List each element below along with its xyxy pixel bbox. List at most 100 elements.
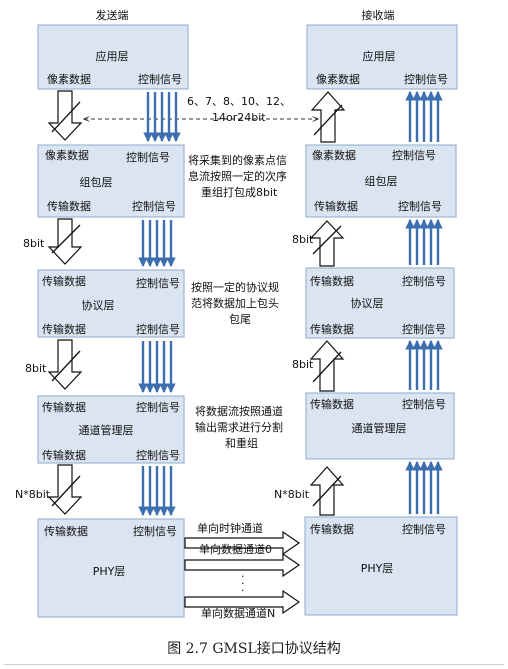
receiver-app-layer: 应用层 像素数据 控制信号 (306, 24, 458, 90)
sender-pack-layer: 像素数据 控制信号 组包层 传输数据 控制信号 (37, 144, 185, 218)
receiver-control-bundle-1 (405, 91, 443, 142)
transfer-data-label: 传输数据 (310, 397, 354, 411)
pixel-data-label: 像素数据 (312, 148, 356, 162)
control-signal-label: 控制信号 (392, 148, 436, 162)
figure-caption: 图 2.7 GMSL接口协议结构 (167, 641, 341, 657)
protocol-description-line: 包尾 (229, 313, 251, 326)
sender-control-bundle-2 (138, 220, 176, 267)
sender-data-arrow-3 (47, 339, 83, 390)
data-channel-n-label: 单向数据通道N (201, 606, 275, 620)
control-signal-label: 控制信号 (136, 322, 180, 336)
data-channel-n-arrow (184, 589, 301, 615)
pixel-data-label: 像素数据 (45, 148, 89, 162)
sender-control-bundle-4 (138, 466, 176, 516)
receiver-bus-slash-2 (312, 225, 342, 255)
transfer-data-label: 传输数据 (44, 524, 88, 538)
layer-name: 协议层 (351, 296, 384, 310)
transfer-data-label: 传输数据 (310, 322, 354, 336)
control-signal-label: 控制信号 (136, 400, 180, 414)
layer-name: 应用层 (96, 49, 129, 63)
receiver-title: 接收端 (362, 8, 395, 22)
sender-bus-width-label: 8bit (23, 237, 45, 250)
receiver-phy-layer: 传输数据 控制信号 PHY层 (304, 516, 458, 616)
sender-bus-slash-3 (51, 350, 81, 382)
clock-channel-arrow (184, 530, 301, 556)
receiver-bus-slash-4 (312, 475, 342, 507)
transfer-data-label: 传输数据 (47, 199, 91, 213)
receiver-protocol-layer: 传输数据 控制信号 协议层 传输数据 控制信号 (305, 267, 455, 339)
sender-phy-layer: 传输数据 控制信号 PHY层 (37, 518, 185, 618)
transfer-data-label: 传输数据 (42, 448, 86, 462)
transfer-data-label: 传输数据 (314, 199, 358, 213)
receiver-pack-layer: 像素数据 控制信号 组包层 传输数据 控制信号 (305, 144, 457, 218)
transfer-data-label: 传输数据 (42, 322, 86, 336)
receiver-data-arrow-3 (309, 340, 345, 392)
sender-control-bundle-1 (143, 92, 181, 142)
layer-name: 组包层 (365, 174, 398, 188)
control-signal-label: 控制信号 (132, 199, 176, 213)
channel-ellipsis-dot: . (241, 581, 245, 594)
sender-bus-width-label: 8bit (25, 362, 47, 375)
layer-name: 应用层 (363, 49, 396, 63)
layer-name: 通道管理层 (79, 423, 134, 437)
layer-name: 通道管理层 (352, 421, 407, 435)
caption-divider (4, 664, 504, 665)
sender-bus-slash-1 (51, 101, 81, 133)
transfer-data-label: 传输数据 (42, 400, 86, 414)
receiver-channel-layer: 传输数据 控制信号 通道管理层 (305, 392, 455, 460)
layer-name: 协议层 (82, 298, 115, 312)
control-signal-label: 控制信号 (402, 274, 446, 288)
clock-channel-label: 单向时钟通道 (197, 521, 263, 535)
control-signal-label: 控制信号 (402, 522, 446, 536)
control-signal-label: 控制信号 (133, 524, 177, 538)
sender-bus-slash-2 (51, 224, 81, 254)
pack-description-line: 息流按照一定的次序 (188, 169, 287, 183)
sender-bus-width-label: N*8bit (15, 488, 51, 501)
receiver-bus-width-label: 8bit (292, 233, 314, 246)
sender-bus-slash-4 (51, 475, 81, 507)
receiver-data-arrow-1 (310, 91, 346, 143)
pack-description-line: 重组打包成8bit (201, 185, 278, 199)
transfer-data-label: 传输数据 (42, 274, 86, 288)
pixel-data-label: 像素数据 (47, 72, 91, 86)
control-signal-label: 控制信号 (136, 448, 180, 462)
sender-data-arrow-4 (47, 464, 83, 515)
bit-width-annotation-line2: 14or24bit (212, 111, 266, 124)
pack-description-line: 将采集到的像素点信 (188, 153, 287, 167)
sender-app-layer: 应用层 像素数据 控制信号 (37, 24, 189, 90)
control-signal-label: 控制信号 (126, 150, 170, 164)
receiver-bus-slash-1 (313, 104, 343, 136)
receiver-data-arrow-2 (309, 220, 345, 267)
channel-description-line: 将数据流按照通道 (195, 404, 283, 418)
pixel-data-label: 像素数据 (316, 72, 360, 86)
receiver-bus-width-label: N*8bit (274, 488, 310, 501)
layer-name: PHY层 (93, 565, 126, 578)
channel-ellipsis-dot: . (241, 567, 245, 580)
layer-name: 组包层 (80, 175, 113, 189)
sender-data-arrow-2 (47, 218, 83, 265)
receiver-control-bundle-3 (405, 340, 443, 390)
layer-name: PHY层 (361, 562, 394, 575)
receiver-control-bundle-2 (405, 219, 443, 265)
receiver-bus-slash-3 (312, 351, 342, 383)
control-signal-label: 控制信号 (398, 199, 442, 213)
sender-data-arrow-1 (47, 90, 83, 141)
channel-ellipsis-dot: . (241, 574, 245, 587)
receiver-bus-width-label: 8bit (292, 358, 314, 371)
receiver-control-bundle-4 (405, 461, 443, 514)
sender-channel-layer: 传输数据 控制信号 通道管理层 传输数据 控制信号 (37, 395, 185, 464)
channel-description-line: 和重组 (225, 436, 258, 450)
control-signal-label: 控制信号 (402, 397, 446, 411)
sender-control-bundle-3 (138, 341, 176, 393)
protocol-description-line: 范将数据加上包头 (191, 296, 279, 310)
transfer-data-label: 传输数据 (310, 522, 354, 536)
bit-width-annotation-line1: 6、7、8、10、12、 (187, 95, 291, 108)
control-signal-label: 控制信号 (402, 322, 446, 336)
sender-title: 发送端 (96, 8, 129, 22)
channel-description-line: 输出需求进行分割 (195, 420, 283, 434)
protocol-description-line: 按照一定的协议规 (191, 280, 279, 294)
control-signal-label: 控制信号 (138, 72, 182, 86)
control-signal-label: 控制信号 (404, 72, 448, 86)
data-channel-0-label: 单向数据通道0 (199, 542, 272, 556)
